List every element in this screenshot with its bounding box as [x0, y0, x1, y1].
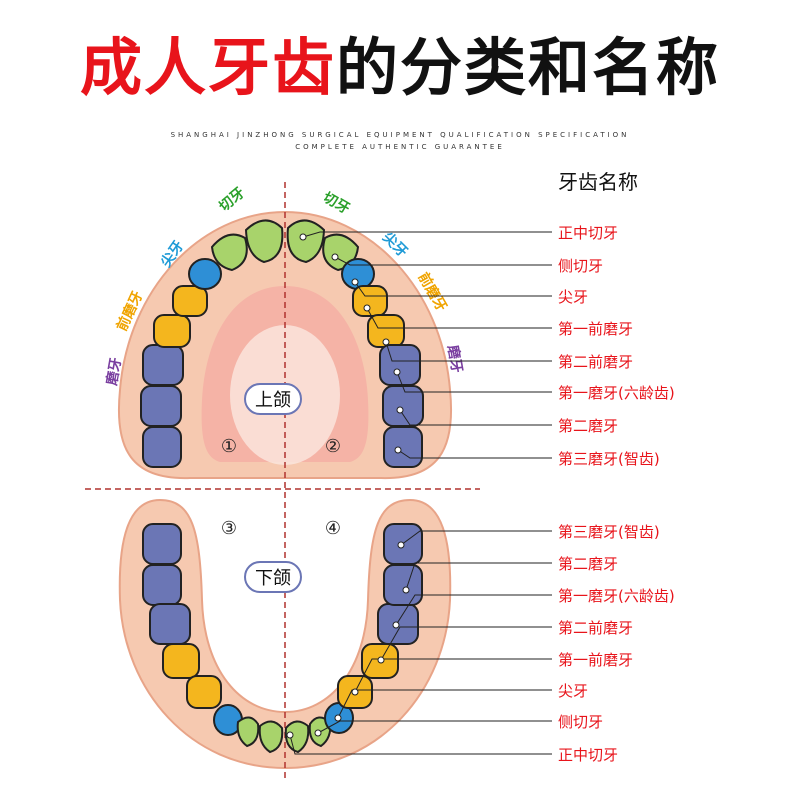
leader-lower-second-premolar: [380, 626, 552, 661]
name-upper-second-molar: 第二磨牙: [558, 417, 618, 435]
leader-lower-first-molar: [395, 594, 552, 626]
lower-left-second-molar: [142, 564, 182, 606]
upper-left-lateral-incisor: [210, 233, 248, 272]
lower-left-first-molar: [149, 603, 191, 645]
lower-jaw-label: 下颌: [255, 568, 291, 589]
name-upper-first-molar: 第一磨牙(六龄齿): [558, 384, 675, 402]
group-label-molar-left: 磨牙: [103, 356, 125, 387]
upper-right-third-molar: [383, 426, 423, 468]
lower-jaw-pill: [244, 561, 302, 593]
lower-teeth-left: [142, 523, 284, 754]
leader-upper-second-premolar: [385, 341, 552, 362]
group-label-incisor-right: 切牙: [320, 190, 352, 218]
name-lower-central-incisor: 正中切牙: [558, 746, 618, 764]
upper-right-central-incisor: [286, 219, 326, 264]
leader-upper-canine: [354, 281, 552, 297]
upper-teeth-right: [286, 219, 424, 468]
upper-name-labels: 正中切牙 侧切牙 尖牙 第一前磨牙 第二前磨牙 第一磨牙(六龄齿) 第二磨牙 第…: [558, 224, 675, 468]
name-upper-canine: 尖牙: [558, 288, 588, 306]
lower-left-third-molar: [142, 523, 182, 565]
leader-lower-third-molar: [400, 530, 552, 546]
title-black-part: 的分类和名称: [336, 31, 721, 104]
name-upper-third-molar: 第三磨牙(智齿): [558, 450, 660, 468]
lower-left-central-incisor: [258, 720, 284, 754]
group-label-molar-right: 磨牙: [444, 344, 466, 375]
upper-left-third-molar: [142, 426, 182, 468]
upper-right-first-premolar: [352, 285, 388, 317]
lower-leader-dots: [286, 541, 410, 739]
page-title: 成人牙齿的分类和名称: [0, 28, 800, 108]
upper-left-first-premolar: [172, 285, 208, 317]
leader-lower-first-premolar: [354, 658, 552, 693]
name-lower-lateral-incisor: 侧切牙: [558, 713, 603, 731]
upper-left-canine: [188, 258, 222, 290]
upper-leader-lines: [302, 231, 552, 459]
name-lower-second-premolar: 第二前磨牙: [558, 619, 633, 637]
leader-upper-third-molar: [397, 449, 552, 459]
upper-left-first-molar: [142, 344, 184, 386]
name-upper-lateral-incisor: 侧切牙: [558, 257, 603, 275]
quadrant-4: ④: [325, 518, 341, 539]
lower-right-second-molar: [383, 564, 423, 606]
quadrant-2: ②: [325, 436, 341, 457]
leader-upper-central-incisor: [302, 231, 552, 238]
leader-lower-second-molar: [405, 562, 552, 591]
quadrant-1: ①: [221, 436, 237, 457]
leader-lower-lateral-incisor: [317, 720, 552, 734]
lower-left-lateral-incisor: [236, 716, 260, 748]
name-lower-third-molar: 第三磨牙(智齿): [558, 523, 660, 541]
name-lower-first-molar: 第一磨牙(六龄齿): [558, 587, 675, 605]
upper-leader-dots: [299, 233, 404, 454]
lower-left-second-premolar: [162, 643, 200, 679]
leader-upper-first-premolar: [366, 307, 552, 329]
upper-left-second-molar: [140, 385, 182, 427]
upper-left-central-incisor: [244, 219, 284, 264]
upper-left-second-premolar: [153, 314, 191, 348]
leader-upper-lateral-incisor: [334, 256, 552, 266]
upper-jaw-label: 上颌: [255, 390, 291, 411]
leader-upper-first-molar: [396, 371, 552, 393]
leader-upper-second-molar: [399, 409, 552, 426]
leader-lower-central-incisor: [289, 734, 552, 755]
subtitle-line-1: SHANGHAI JINZHONG SURGICAL EQUIPMENT QUA…: [170, 131, 630, 139]
upper-jaw-pill: [244, 383, 302, 415]
lower-left-first-premolar: [186, 675, 222, 709]
name-upper-central-incisor: 正中切牙: [558, 224, 618, 242]
upper-teeth-left: [140, 219, 284, 468]
lower-right-central-incisor: [284, 720, 310, 754]
lower-leader-lines: [289, 530, 552, 755]
quadrant-3: ③: [221, 518, 237, 539]
name-lower-canine: 尖牙: [558, 682, 588, 700]
name-upper-second-premolar: 第二前磨牙: [558, 353, 633, 371]
legend-title: 牙齿名称: [558, 170, 638, 194]
name-lower-first-premolar: 第一前磨牙: [558, 651, 633, 669]
group-label-incisor-left: 切牙: [216, 185, 248, 215]
name-upper-first-premolar: 第一前磨牙: [558, 320, 633, 338]
title-red-part: 成人牙齿: [79, 31, 336, 104]
name-lower-second-molar: 第二磨牙: [558, 555, 618, 573]
lower-name-labels: 第三磨牙(智齿) 第二磨牙 第一磨牙(六龄齿) 第二前磨牙 第一前磨牙 尖牙 侧…: [558, 523, 675, 764]
leader-lower-canine: [337, 689, 552, 719]
subtitle-line-2: COMPLETE AUTHENTIC GUARANTEE: [295, 143, 505, 151]
